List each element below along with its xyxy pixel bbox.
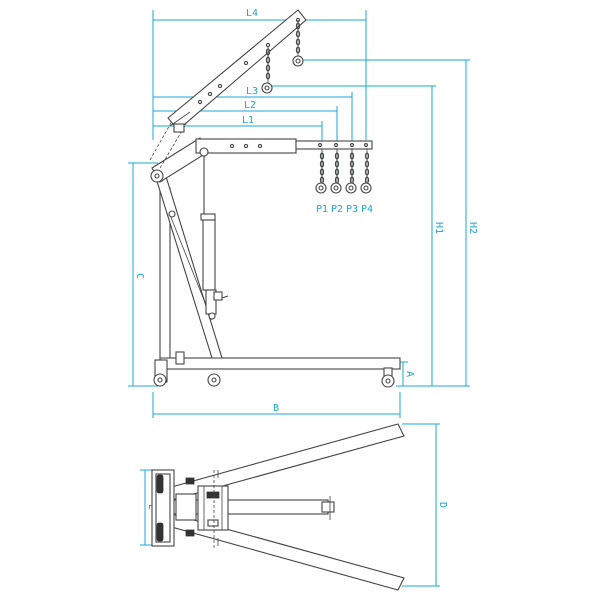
- mid-wheel: [207, 373, 221, 387]
- base-bracket: [175, 351, 185, 365]
- ext-hole-2: [334, 143, 338, 147]
- label-h1: H1: [433, 222, 444, 234]
- raised-hole-2: [207, 91, 213, 97]
- ext-hole-3: [350, 143, 354, 147]
- raised-hole-4: [243, 60, 249, 66]
- front-wheel: [381, 374, 395, 388]
- boom-hole-3: [257, 143, 263, 149]
- label-p4: P4: [361, 204, 373, 215]
- boom-extended-outline: [149, 113, 187, 169]
- boom-pivot-pin: [154, 173, 160, 179]
- label-c: C: [134, 273, 145, 279]
- raised-hole-1: [197, 99, 203, 105]
- top-view-rear-wheel-2: [156, 522, 164, 542]
- hook-p4: [360, 182, 372, 194]
- top-view-arm-tip: [321, 501, 335, 513]
- front-wheel-hub: [385, 378, 391, 384]
- ext-hole-1: [318, 143, 322, 147]
- top-view-mast-block: [175, 493, 197, 521]
- pump-lever-block: [213, 291, 223, 301]
- label-p3: P3: [346, 204, 358, 215]
- crane-side-view: [149, 9, 401, 388]
- top-view-rear-wheel-1: [156, 474, 164, 494]
- base-leg: [159, 357, 401, 370]
- raised-boom-clamp: [173, 123, 185, 133]
- chains-and-hooks: [261, 20, 372, 194]
- label-l3: L3: [246, 86, 258, 97]
- raised-hole-3: [217, 83, 223, 89]
- mid-wheel-hub: [211, 377, 217, 383]
- rear-wheel-hub: [157, 377, 163, 383]
- label-l1: L1: [242, 115, 254, 126]
- boom-arm: [195, 138, 297, 154]
- raised-hook-1: [261, 82, 273, 94]
- brace-pin: [168, 210, 176, 218]
- ext-hole-4: [364, 143, 368, 147]
- label-a: A: [404, 371, 415, 377]
- raised-chain-2: [292, 20, 304, 67]
- boom-extension: [295, 140, 373, 150]
- chain-p1: [315, 149, 327, 194]
- boom-pivot: [150, 169, 164, 183]
- raised-boom: [167, 9, 307, 131]
- label-h2: H2: [467, 222, 478, 234]
- cylinder-top-pin: [199, 147, 209, 157]
- label-l4: L4: [246, 8, 258, 19]
- label-p1: P1: [316, 204, 328, 215]
- raised-boom-joint: [169, 111, 191, 127]
- hook-p3: [345, 182, 357, 194]
- dimension-labels: L4 L3 L2 L1 H2 H1 C A B D E P1 P2 P3 P4: [134, 8, 478, 510]
- hook-p2: [330, 182, 342, 194]
- label-b: B: [273, 403, 279, 414]
- cylinder-body: [202, 219, 216, 291]
- cylinder-collar: [200, 213, 216, 221]
- boom-hole-2: [243, 143, 249, 149]
- boom-hole-1: [229, 143, 235, 149]
- label-p2: P2: [331, 204, 343, 215]
- chain-p3: [345, 149, 357, 194]
- chain-p4: [360, 149, 372, 194]
- hook-p1: [315, 182, 327, 194]
- top-view-pump-head: [206, 491, 220, 499]
- rear-wheel: [153, 373, 167, 387]
- brace-line: [169, 214, 213, 321]
- crane-top-view: [151, 423, 405, 591]
- label-l2: L2: [244, 100, 256, 111]
- raised-chain-1: [261, 46, 273, 94]
- raised-hook-2: [292, 55, 304, 67]
- chain-p2: [330, 149, 342, 194]
- label-d: D: [437, 502, 448, 508]
- cylinder-bottom-pin: [208, 312, 216, 320]
